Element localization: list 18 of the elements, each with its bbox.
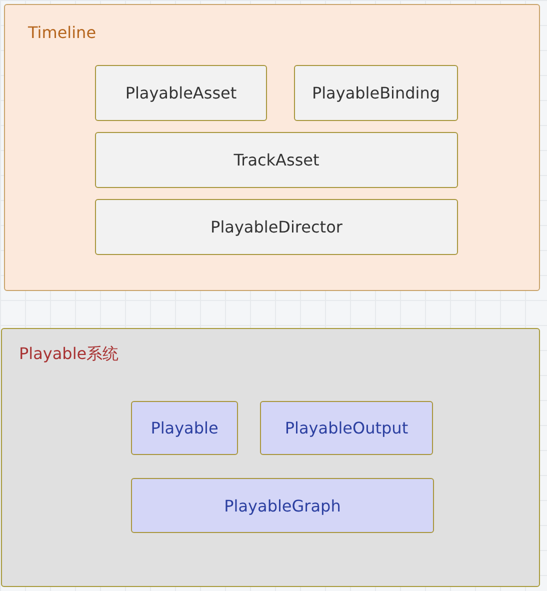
class-box (131, 401, 238, 455)
group-panel (1, 328, 540, 587)
class-name: PlayableBinding (310, 84, 442, 102)
class-name: TrackAsset (232, 150, 320, 170)
group-panel (4, 4, 540, 291)
class-name: PlayableDirector (210, 218, 344, 236)
class-box (131, 478, 434, 533)
class-box (260, 401, 433, 455)
class-name: PlayableAsset (124, 84, 238, 102)
group-title: Timeline (28, 23, 96, 42)
class-box (95, 199, 458, 255)
class-box (294, 65, 458, 121)
class-box (95, 65, 267, 121)
class-name: PlayableGraph (223, 496, 342, 515)
group-title: Playable系统 (19, 344, 119, 365)
class-box (95, 132, 458, 188)
class-name: PlayableOutput (284, 418, 410, 438)
class-name: Playable (150, 418, 220, 438)
